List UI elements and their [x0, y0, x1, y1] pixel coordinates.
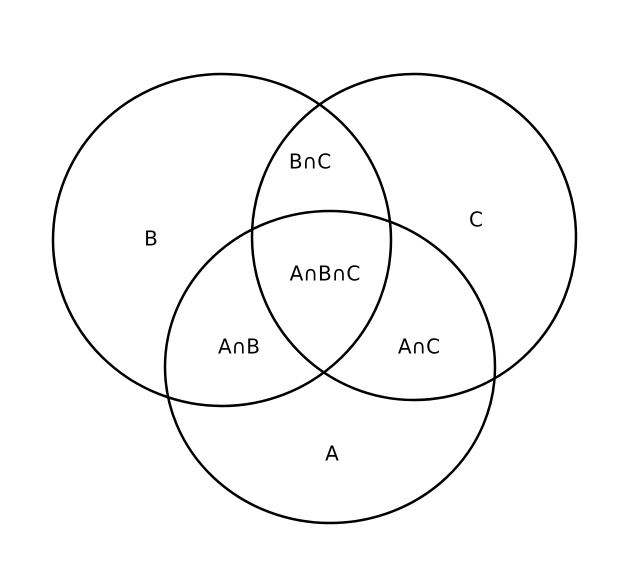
- a-and-b-label: A∩B: [218, 335, 260, 359]
- b-and-c-label: B∩C: [289, 150, 331, 174]
- set-b-circle: [51, 72, 393, 408]
- set-c-label: C: [469, 208, 483, 232]
- set-a-label: A: [325, 442, 339, 466]
- a-and-c-label: A∩C: [398, 335, 440, 359]
- set-a-circle: [163, 209, 497, 525]
- a-and-b-and-c-label: A∩B∩C: [290, 262, 361, 286]
- set-b-label: B: [144, 227, 158, 251]
- set-c-circle: [250, 72, 578, 402]
